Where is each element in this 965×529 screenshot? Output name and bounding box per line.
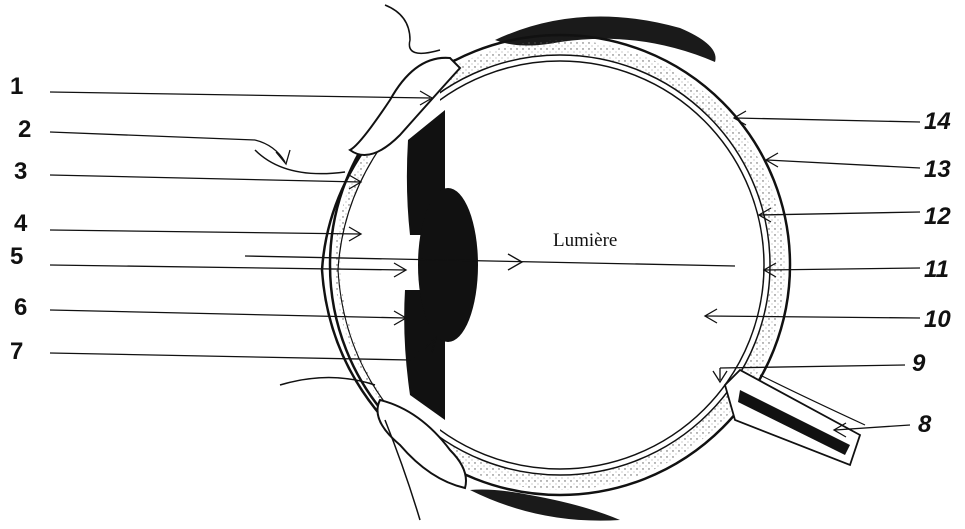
label-7: 7 xyxy=(10,340,23,364)
label-11: 11 xyxy=(924,258,949,282)
label-8: 8 xyxy=(918,413,931,437)
label-12: 12 xyxy=(924,205,951,229)
lens xyxy=(418,188,478,342)
light-label: Lumière xyxy=(553,230,617,252)
label-14: 14 xyxy=(924,110,951,134)
label-3: 3 xyxy=(14,160,27,184)
label-13: 13 xyxy=(924,158,951,182)
label-10: 10 xyxy=(924,308,951,332)
label-5: 5 xyxy=(10,245,23,269)
label-4: 4 xyxy=(14,212,27,236)
label-2: 2 xyxy=(18,118,31,142)
label-9: 9 xyxy=(912,352,925,376)
brow-line xyxy=(385,5,440,53)
label-1: 1 xyxy=(10,75,23,99)
upper-skin-line xyxy=(255,150,345,174)
label-6: 6 xyxy=(14,296,27,320)
